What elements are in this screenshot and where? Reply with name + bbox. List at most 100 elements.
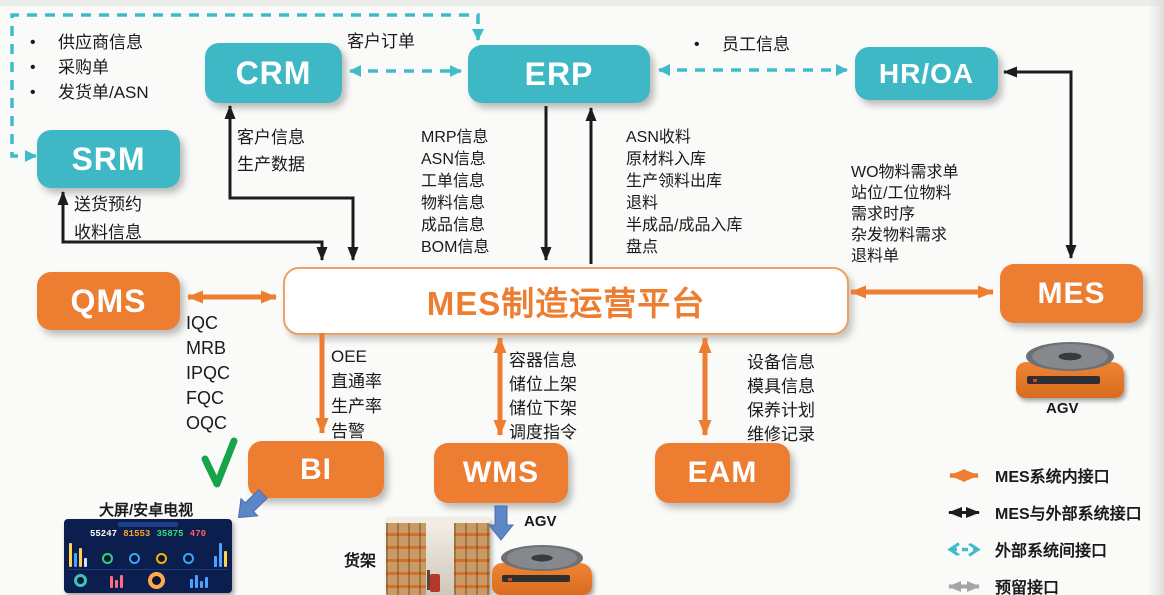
dashboard-metrics: 55247 81553 35875 470 xyxy=(90,529,206,539)
dashboard-metric: 470 xyxy=(189,529,206,539)
flow-label: 采购单 xyxy=(28,55,149,80)
crm-exchange-list: 客户信息 生产数据 xyxy=(237,124,305,178)
flow-label: MRB xyxy=(186,338,226,358)
legend-label: 预留接口 xyxy=(995,580,1060,595)
flow-label: 生产领料出库 xyxy=(626,173,723,190)
srm-exchange-list: 送货预约 收料信息 xyxy=(74,191,142,247)
employee-info-label: 员工信息 xyxy=(692,33,790,57)
flow-label: 告警 xyxy=(331,422,365,441)
flow-label: 直通率 xyxy=(331,372,382,391)
node-erp: ERP xyxy=(468,45,650,103)
flow-label: WO物料需求单 xyxy=(851,164,959,181)
flow-label: ASN信息 xyxy=(421,151,486,168)
warehouse-shelf xyxy=(386,523,426,595)
wms-to-agv-arrow xyxy=(487,505,515,541)
agv-panel xyxy=(502,575,570,583)
dashboard-donut-chart xyxy=(74,574,87,587)
flow-label: IQC xyxy=(186,313,219,333)
bi-dashboard-image: 55247 81553 35875 470 xyxy=(64,519,232,593)
dashboard-bar-chart xyxy=(110,574,123,588)
flow-label: 储位下架 xyxy=(509,399,577,418)
flow-label: 生产数据 xyxy=(237,155,305,174)
flow-label: OQC xyxy=(186,413,228,433)
flow-label: 客户信息 xyxy=(237,128,305,147)
agv-panel xyxy=(1026,375,1101,384)
node-wms: WMS xyxy=(434,443,568,503)
flow-label: 生产率 xyxy=(331,397,382,416)
flow-label: 员工信息 xyxy=(692,33,790,57)
legend-orange-arrow-icon xyxy=(949,468,979,482)
flow-label: 退料 xyxy=(626,195,659,212)
agv-disc xyxy=(501,545,583,571)
flow-label: 供应商信息 xyxy=(28,30,149,55)
flow-label: 工单信息 xyxy=(421,173,486,190)
legend-label: 外部系统间接口 xyxy=(995,543,1108,560)
shelf-caption: 货架 xyxy=(344,553,377,570)
erp-to-platform-list: MRP信息 ASN信息 工单信息 物料信息 成品信息 BOM信息 xyxy=(421,127,489,259)
flow-label: OEE xyxy=(331,347,367,366)
flow-label: 半成品/成品入库 xyxy=(626,217,743,234)
flow-label: MRP信息 xyxy=(421,129,489,146)
flow-label: 容器信息 xyxy=(509,351,577,370)
legend-label: MES与外部系统接口 xyxy=(995,506,1142,523)
background-top-strip xyxy=(0,0,1164,6)
connector-hroa-mes xyxy=(1003,66,1077,259)
dashboard-donut-chart xyxy=(148,572,165,589)
legend-black-arrow-icon xyxy=(948,506,980,518)
dashboard-divider xyxy=(68,569,228,570)
node-hroa: HR/OA xyxy=(855,47,998,100)
flow-label: 退料单 xyxy=(851,248,900,265)
checkmark-icon xyxy=(201,437,238,488)
flow-label: 储位上架 xyxy=(509,375,577,394)
flow-label: FQC xyxy=(186,388,224,408)
node-srm: SRM xyxy=(37,130,180,188)
dashboard-metric: 35875 xyxy=(156,529,184,539)
node-mes-platform: MES制造运营平台 xyxy=(283,267,849,335)
node-bi: BI xyxy=(248,441,384,498)
flow-label: 需求时序 xyxy=(851,206,916,223)
dashboard-bar-chart xyxy=(69,541,87,567)
platform-to-erp-list: ASN收料 原材料入库 生产领料出库 退料 半成品/成品入库 盘点 xyxy=(626,127,742,259)
legend-gray-arrow-icon xyxy=(948,580,980,592)
warehouse-forklift xyxy=(427,570,440,592)
flow-label: 原材料入库 xyxy=(626,151,707,168)
flow-label: 收料信息 xyxy=(74,223,142,242)
agv-robot-image xyxy=(1016,342,1124,398)
mes-material-list: WO物料需求单 站位/工位物料 需求时序 杂发物料需求 退料单 xyxy=(851,162,959,267)
flow-label: 客户订单 xyxy=(347,32,415,51)
agv-wms-caption: AGV xyxy=(524,513,557,530)
dashboard-bar-chart xyxy=(214,541,227,567)
agv-robot-image xyxy=(492,545,592,595)
legend-item-external: MES与外部系统接口 xyxy=(941,500,1142,524)
flow-label: ASN收料 xyxy=(626,129,691,146)
node-mes: MES xyxy=(1000,264,1143,323)
qms-exchange-list: IQC MRB IPQC FQC OQC xyxy=(186,311,230,436)
big-screen-caption: 大屏/安卓电视 xyxy=(99,502,194,519)
dashboard-title-bar xyxy=(118,522,178,527)
dashboard-metric: 55247 xyxy=(90,529,118,539)
dashboard-gauges xyxy=(102,553,194,564)
dashboard-bar-chart xyxy=(190,574,208,588)
eam-exchange-list: 设备信息 模具信息 保养计划 维修记录 xyxy=(747,351,815,447)
flow-label: 设备信息 xyxy=(747,353,815,372)
warehouse-shelf-image xyxy=(386,517,490,595)
flow-label: IPQC xyxy=(186,363,231,383)
warehouse-ceiling xyxy=(386,517,490,526)
legend-teal-dashed-arrow-icon xyxy=(941,541,987,558)
agv-mes-caption: AGV xyxy=(1046,400,1079,417)
flow-label: 物料信息 xyxy=(421,195,486,212)
legend-item-between-external: 外部系统间接口 xyxy=(941,537,1107,561)
flow-label: 杂发物料需求 xyxy=(851,227,948,244)
node-qms: QMS xyxy=(37,272,180,330)
flow-label: BOM信息 xyxy=(421,239,490,256)
node-crm: CRM xyxy=(205,43,342,103)
background-right-strip xyxy=(1148,0,1164,595)
legend-item-reserved: 预留接口 xyxy=(941,574,1059,595)
flow-label: 站位/工位物料 xyxy=(851,185,952,202)
legend-item-internal: MES系统内接口 xyxy=(941,463,1110,487)
bi-exchange-list: OEE 直通率 生产率 告警 xyxy=(331,344,382,444)
agv-disc xyxy=(1025,342,1115,372)
flow-label: 保养计划 xyxy=(747,401,815,420)
customer-order-label: 客户订单 xyxy=(347,31,415,53)
